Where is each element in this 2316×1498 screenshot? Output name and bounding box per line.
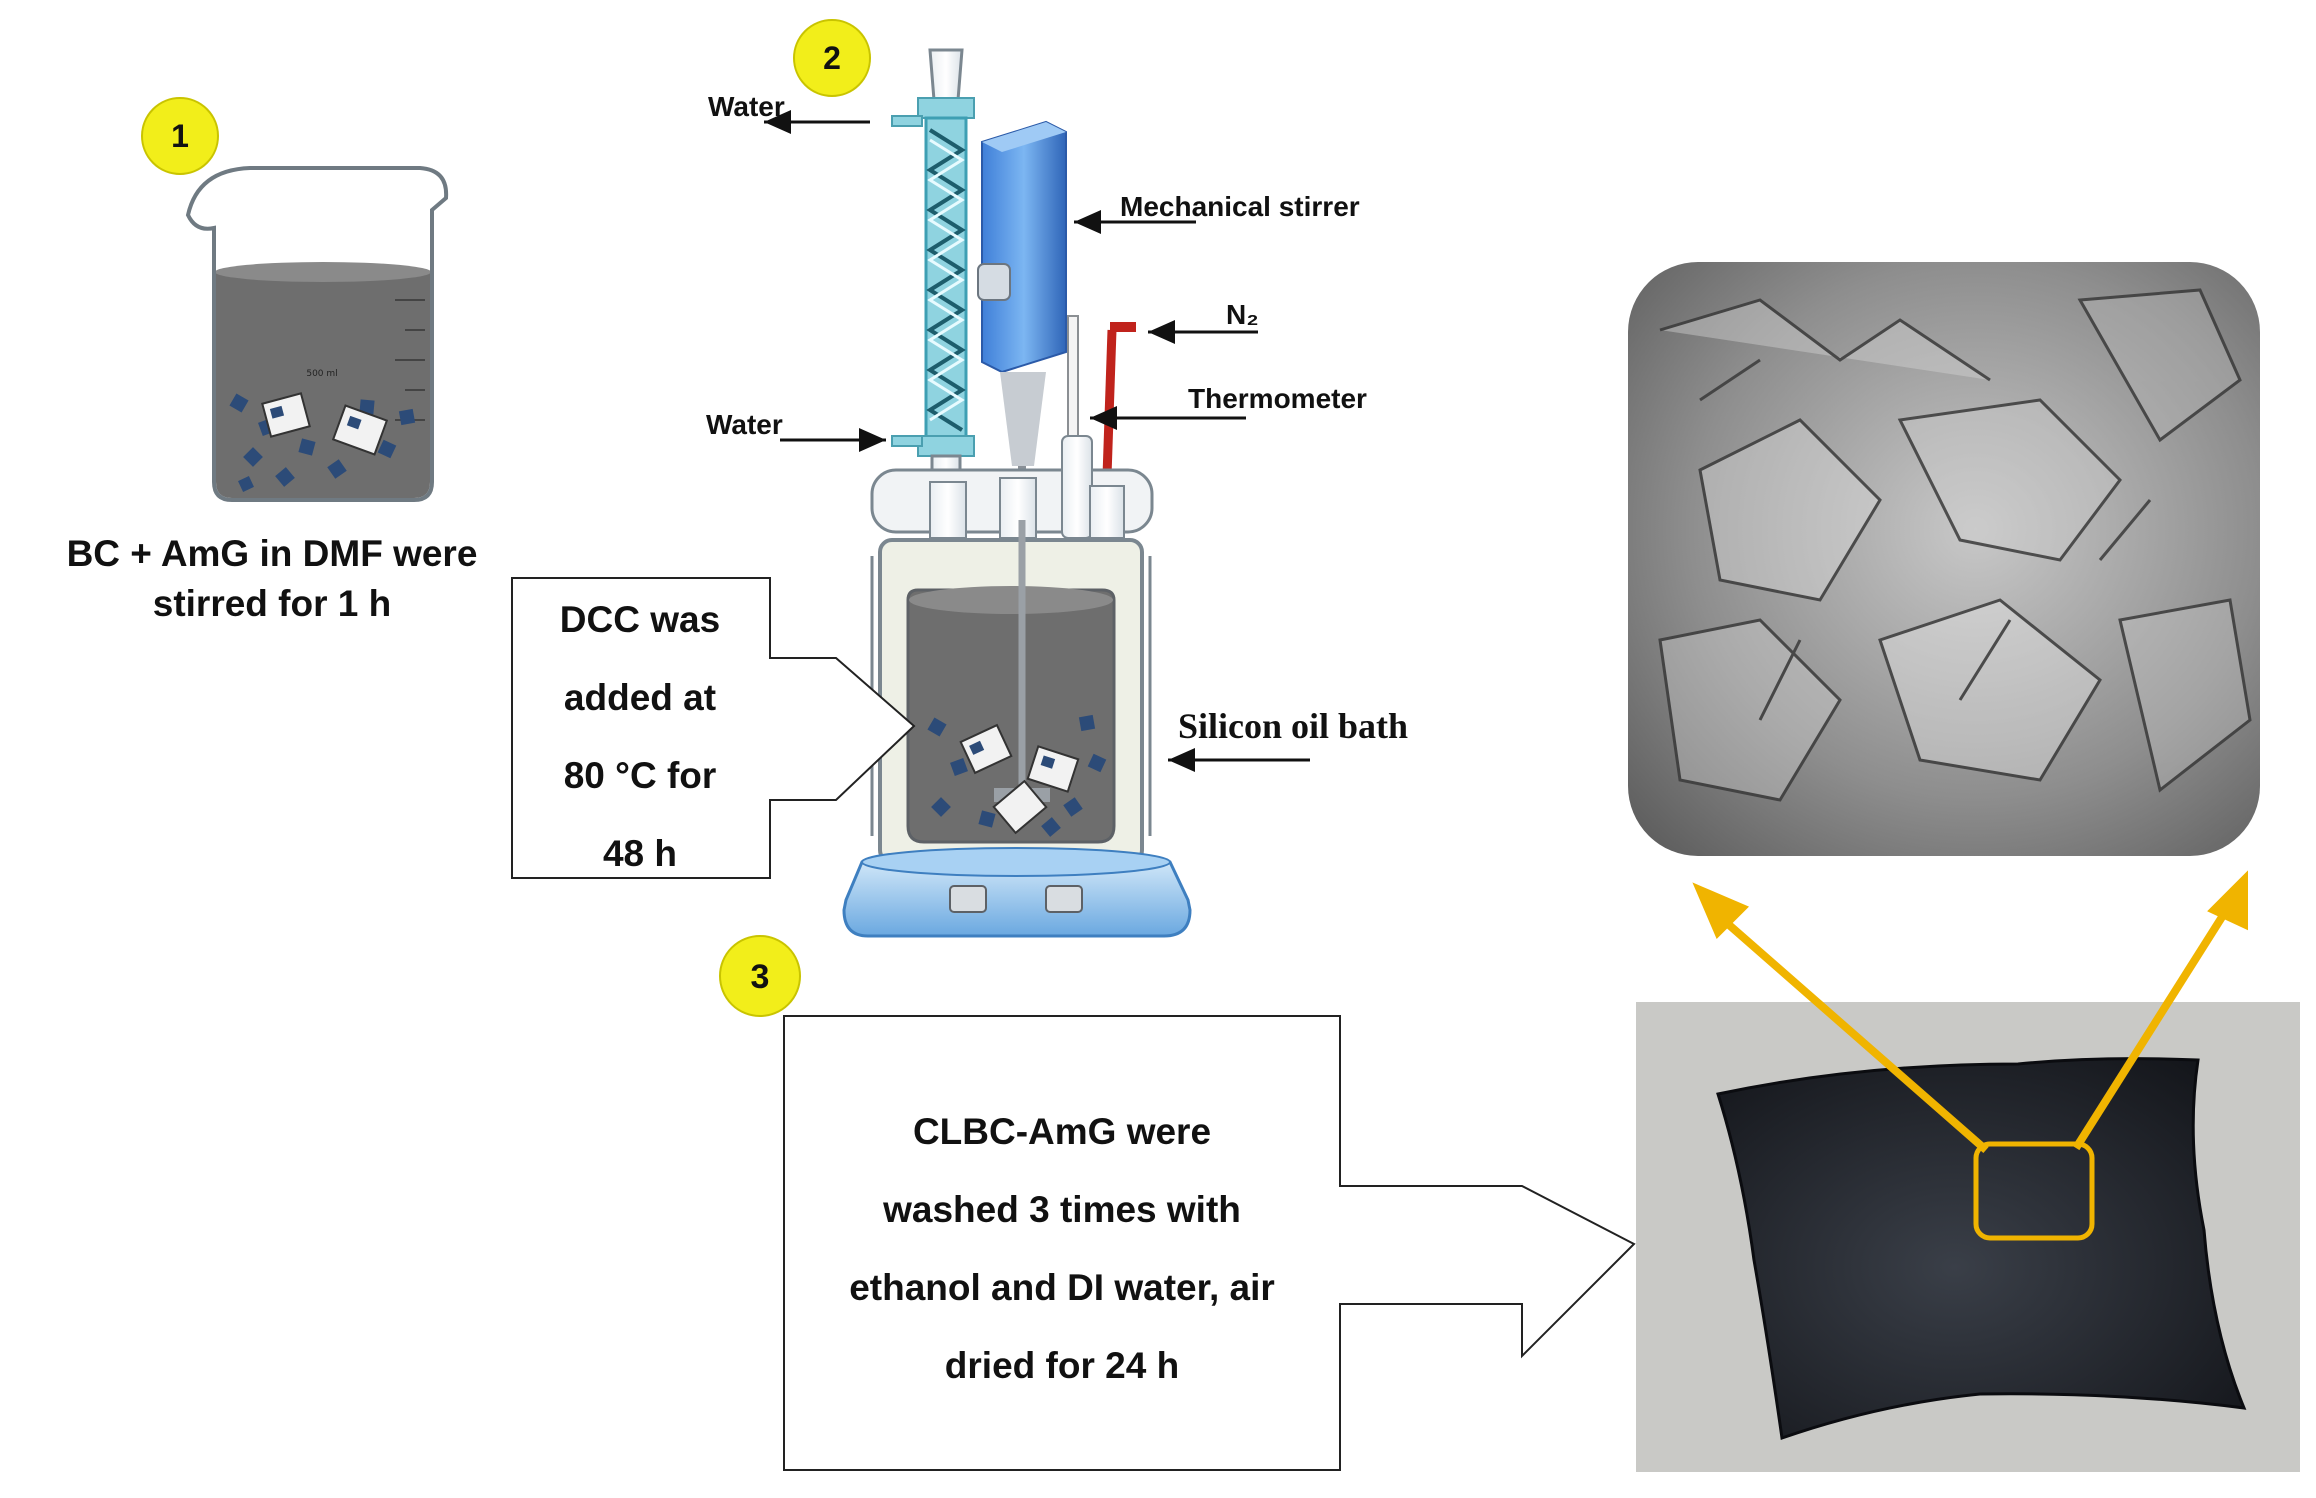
zoom-arrows xyxy=(1692,870,2248,1154)
step-1-group: 1 500 ml xyxy=(67,97,478,624)
step-2-badge xyxy=(793,19,871,97)
step-1-caption-line-2: stirred for 1 h xyxy=(153,583,392,624)
step-2-caption-line-4: 48 h xyxy=(603,833,677,874)
step-1-badge xyxy=(141,97,219,175)
step-3-caption-line-2: washed 3 times with xyxy=(882,1189,1241,1230)
step-2-callout xyxy=(511,577,916,879)
step-3-badge xyxy=(719,935,801,1017)
oil-bath-label: Silicon oil bath xyxy=(1178,706,1408,746)
zoom-region-box xyxy=(1973,1141,2095,1241)
condenser-icon xyxy=(891,48,975,518)
step-3-caption-line-3: ethanol and DI water, air xyxy=(849,1267,1275,1308)
step-2-caption-line-1: DCC was xyxy=(560,599,720,640)
beaker-icon: 500 ml xyxy=(185,166,449,502)
step-3-callout xyxy=(783,1015,1636,1471)
step-3-group: 3 CLBC-AmG were washed 3 times with etha… xyxy=(719,935,1636,1471)
step-3-caption-line-1: CLBC-AmG were xyxy=(913,1111,1211,1152)
thermometer-label: Thermometer xyxy=(1188,383,1367,414)
zoom-arrow-left-head xyxy=(1692,882,1750,940)
mechanical-stirrer-icon xyxy=(977,120,1067,800)
zoom-arrow-right-head xyxy=(2207,870,2248,931)
step-2-group: 2 Water Water Mechanical stirr xyxy=(511,19,1408,938)
sem-micrograph-image xyxy=(1628,262,2260,856)
water-in-label: Water xyxy=(706,409,783,440)
step-3-caption-line-4: dried for 24 h xyxy=(945,1345,1179,1386)
step-2-caption-line-2: added at xyxy=(564,677,716,718)
water-out-label: Water xyxy=(708,91,785,122)
stirrer-label: Mechanical stirrer xyxy=(1120,191,1360,222)
step-2-caption-line-3: 80 °C for xyxy=(564,755,717,796)
reactor-vessel-icon xyxy=(842,435,1192,938)
nitrogen-label: N₂ xyxy=(1226,299,1259,330)
step-1-number: 1 xyxy=(171,118,189,154)
beaker-volume-mark: 500 ml xyxy=(306,369,337,379)
product-film-image xyxy=(1636,1002,2300,1472)
step-1-caption-line-1: BC + AmG in DMF were xyxy=(67,533,478,574)
step-3-number: 3 xyxy=(751,958,770,996)
step-2-number: 2 xyxy=(823,40,841,76)
